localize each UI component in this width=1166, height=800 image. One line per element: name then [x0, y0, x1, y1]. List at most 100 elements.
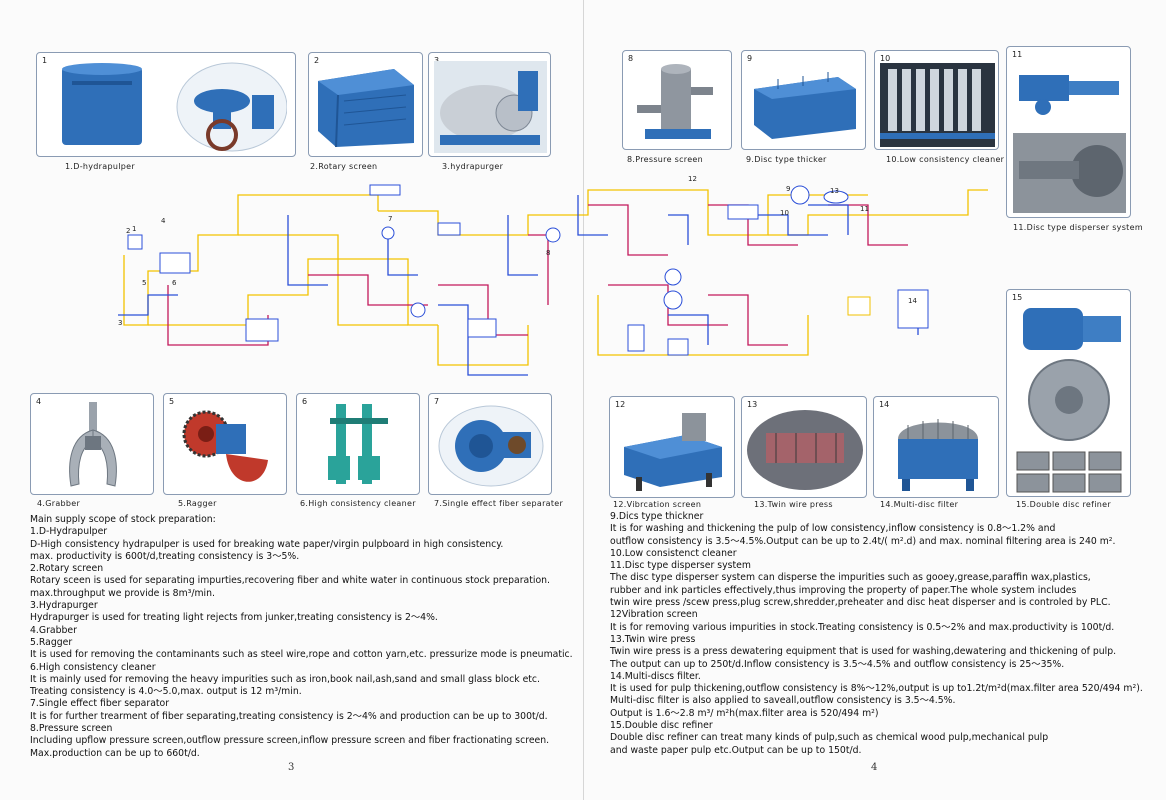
disc-thickener-image — [754, 72, 856, 139]
text-line: It is mainly used for removing the heavy… — [30, 673, 540, 685]
photo-number: 14 — [879, 400, 890, 409]
caption-disc-type-thicker: 9.Disc type thicker — [746, 155, 827, 164]
grabber-image — [69, 402, 117, 487]
text-line: 7.Single effect fiber separator — [30, 698, 170, 710]
text-line: rubber and ink particles effectively,thu… — [610, 584, 1077, 596]
photo-card-d-hydrapulper: 1 — [36, 52, 296, 157]
text-line: The output can up to 250t/d.Inflow consi… — [610, 658, 1065, 670]
hydrapurger-image — [434, 61, 547, 153]
photo-number: 12 — [615, 400, 626, 409]
diagram-label-4: 4 — [161, 217, 166, 225]
photo-number: 4 — [36, 397, 42, 406]
text-line: Twin wire press is a press dewatering eq… — [610, 646, 1117, 658]
text-line: It is used for pulp thickening,outflow c… — [610, 683, 1143, 695]
caption-twin-wire-press: 13.Twin wire press — [754, 500, 833, 509]
double-disc-refiner-image — [1016, 308, 1122, 493]
photo-number: 5 — [169, 397, 175, 406]
text-line: Main supply scope of stock preparation: — [30, 514, 216, 525]
photo-number: 11 — [1012, 50, 1023, 59]
disc-disperser-image — [1013, 75, 1126, 213]
photo-number: 15 — [1012, 293, 1023, 302]
diagram-label-1: 1 — [132, 225, 136, 233]
text-line: 14.Multi-discs filter. — [610, 670, 701, 682]
diagram-label-6: 6 — [172, 279, 177, 287]
text-line: 13.Twin wire press — [610, 633, 696, 645]
d-hydrapulper-image — [62, 62, 287, 152]
caption-hydrapurger: 3.hydrapurger — [442, 162, 504, 171]
text-line: outflow consistency is 3.5～4.5%.Output c… — [610, 535, 1116, 547]
text-line: 10.Low consistenct cleaner — [610, 547, 737, 559]
diagram-label-14: 14 — [908, 297, 917, 305]
photo-number: 7 — [434, 397, 440, 406]
caption-single-effect-fiber-separater: 7.Single effect fiber separater — [434, 499, 564, 508]
text-line: Including upflow pressure screen,outflow… — [30, 735, 550, 747]
text-line: 2.Rotary screen — [30, 563, 104, 575]
multi-disc-filter-image — [898, 419, 978, 491]
text-line: max.throughput we provide is 8m³/min. — [30, 587, 215, 599]
text-line: 3.Hydrapurger — [30, 600, 98, 612]
photo-card-twin-wire-press: 13 — [741, 396, 867, 498]
page-spine — [583, 0, 584, 800]
text-line: twin wire press /scew press,plug screw,s… — [610, 597, 1111, 609]
caption-rotary-screen: 2.Rotary screen — [310, 162, 378, 171]
text-line: Output is 1.6～2.8 m³/ m²h(max.filter are… — [610, 707, 879, 719]
page-number-right: 4 — [871, 762, 878, 773]
photo-card-ragger: 5 — [163, 393, 287, 495]
text-line: 6.High consistency cleaner — [30, 661, 156, 673]
caption-d-hydrapulper: 1.D-hydrapulper — [65, 162, 135, 171]
text-line: The disc type disperser system can dispe… — [610, 572, 1091, 584]
photo-card-disc-type-thicker: 9 — [741, 50, 866, 150]
text-line: 4.Grabber — [30, 624, 77, 636]
caption-low-consistency-cleaner: 10.Low consistency cleaner — [886, 155, 1005, 164]
caption-multi-disc-filter: 14.Multi-disc filter — [880, 500, 959, 509]
caption-vibration-screen: 12.Vibrcation screen — [613, 500, 702, 509]
caption-pressure-screen: 8.Pressure screen — [627, 155, 704, 164]
diagram-label-2: 2 — [126, 227, 130, 235]
diagram-label-9: 9 — [786, 185, 790, 193]
photo-card-single-effect-fiber-separater: 7 — [428, 393, 552, 495]
text-line: Multi-disc filter is also applied to sav… — [610, 695, 956, 707]
text-line: and waste paper pulp etc.Output can be u… — [610, 744, 862, 756]
text-line: max. productivity is 600t/d,treating con… — [30, 550, 300, 562]
caption-grabber: 4.Grabber — [37, 499, 81, 508]
text-line: Rotary sceen is used for separating impu… — [30, 575, 551, 587]
vibration-screen-image — [624, 413, 722, 491]
diagram-label-7: 7 — [388, 215, 392, 223]
fiber-separater-image — [438, 405, 544, 487]
text-line: Double disc refiner can treat many kinds… — [610, 732, 1049, 744]
text-line: 1.D-Hydrapulper — [30, 526, 108, 538]
twin-wire-press-image — [747, 410, 863, 490]
photo-number: 8 — [628, 54, 634, 63]
text-line: It is for removing various impurities in… — [610, 621, 1115, 633]
photo-card-low-consistency-cleaner: 10 — [874, 50, 999, 150]
photo-card-pressure-screen: 8 — [622, 50, 732, 150]
rotary-screen-image — [318, 69, 414, 148]
photo-card-multi-disc-filter: 14 — [873, 396, 999, 498]
text-line: Treating consistency is 4.0～5.0,max. out… — [30, 686, 302, 698]
diagram-label-3: 3 — [118, 319, 122, 327]
text-line: 9.Dics type thickner — [610, 511, 704, 522]
caption-high-consistency-cleaner: 6.High consistency cleaner — [300, 499, 416, 508]
text-line: It is for further trearment of fiber sep… — [30, 710, 548, 722]
diagram-label-10: 10 — [780, 209, 789, 217]
diagram-label-13: 13 — [830, 187, 839, 195]
pressure-screen-image — [637, 64, 713, 139]
text-line: Hydrapurger is used for treating light r… — [30, 612, 438, 624]
photo-card-rotary-screen: 2 — [308, 52, 423, 157]
photo-card-high-consistency-cleaner: 6 — [296, 393, 420, 495]
diagram-label-11: 11 — [860, 205, 869, 213]
photo-card-hydrapurger: 3 — [428, 52, 551, 157]
photo-number: 2 — [314, 56, 320, 65]
photo-number: 9 — [747, 54, 753, 63]
photo-card-vibration-screen: 12 — [609, 396, 735, 498]
text-line: 5.Ragger — [30, 636, 73, 648]
diagram-label-5: 5 — [142, 279, 146, 287]
photo-number: 10 — [880, 54, 891, 63]
photo-number: 3 — [434, 56, 440, 65]
caption-disc-disperser-system: 11.Disc type disperser system — [1013, 223, 1143, 232]
photo-number: 1 — [42, 56, 48, 65]
page-number-left: 3 — [288, 762, 295, 773]
photo-card-disc-disperser-system: 11 — [1006, 46, 1131, 218]
high-consistency-cleaner-image — [328, 404, 388, 484]
